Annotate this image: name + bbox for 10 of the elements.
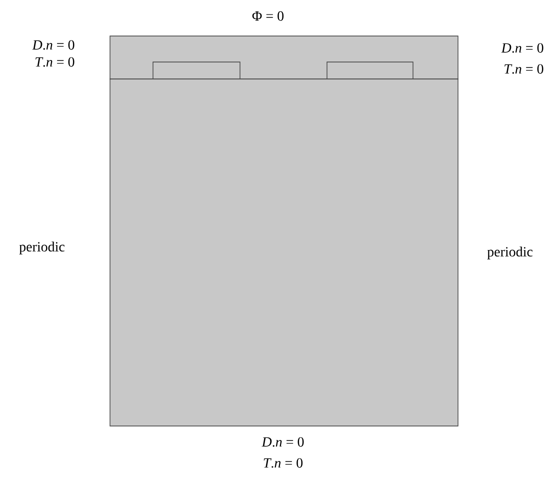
boundary-label: D.n = 0 — [501, 43, 544, 53]
boundary-label: T.n = 0 — [504, 64, 544, 74]
boundary-label: T.n = 0 — [264, 458, 303, 468]
boundary-label: periodic — [19, 242, 65, 254]
electrode-box — [326, 62, 414, 80]
electrode-box — [152, 62, 240, 80]
boundary-label: periodic — [487, 246, 533, 260]
boundary-label: T.n = 0 — [36, 57, 74, 67]
potential-label: Φ = 0 — [252, 11, 284, 21]
boundary-label: D.n = 0 — [32, 40, 74, 50]
